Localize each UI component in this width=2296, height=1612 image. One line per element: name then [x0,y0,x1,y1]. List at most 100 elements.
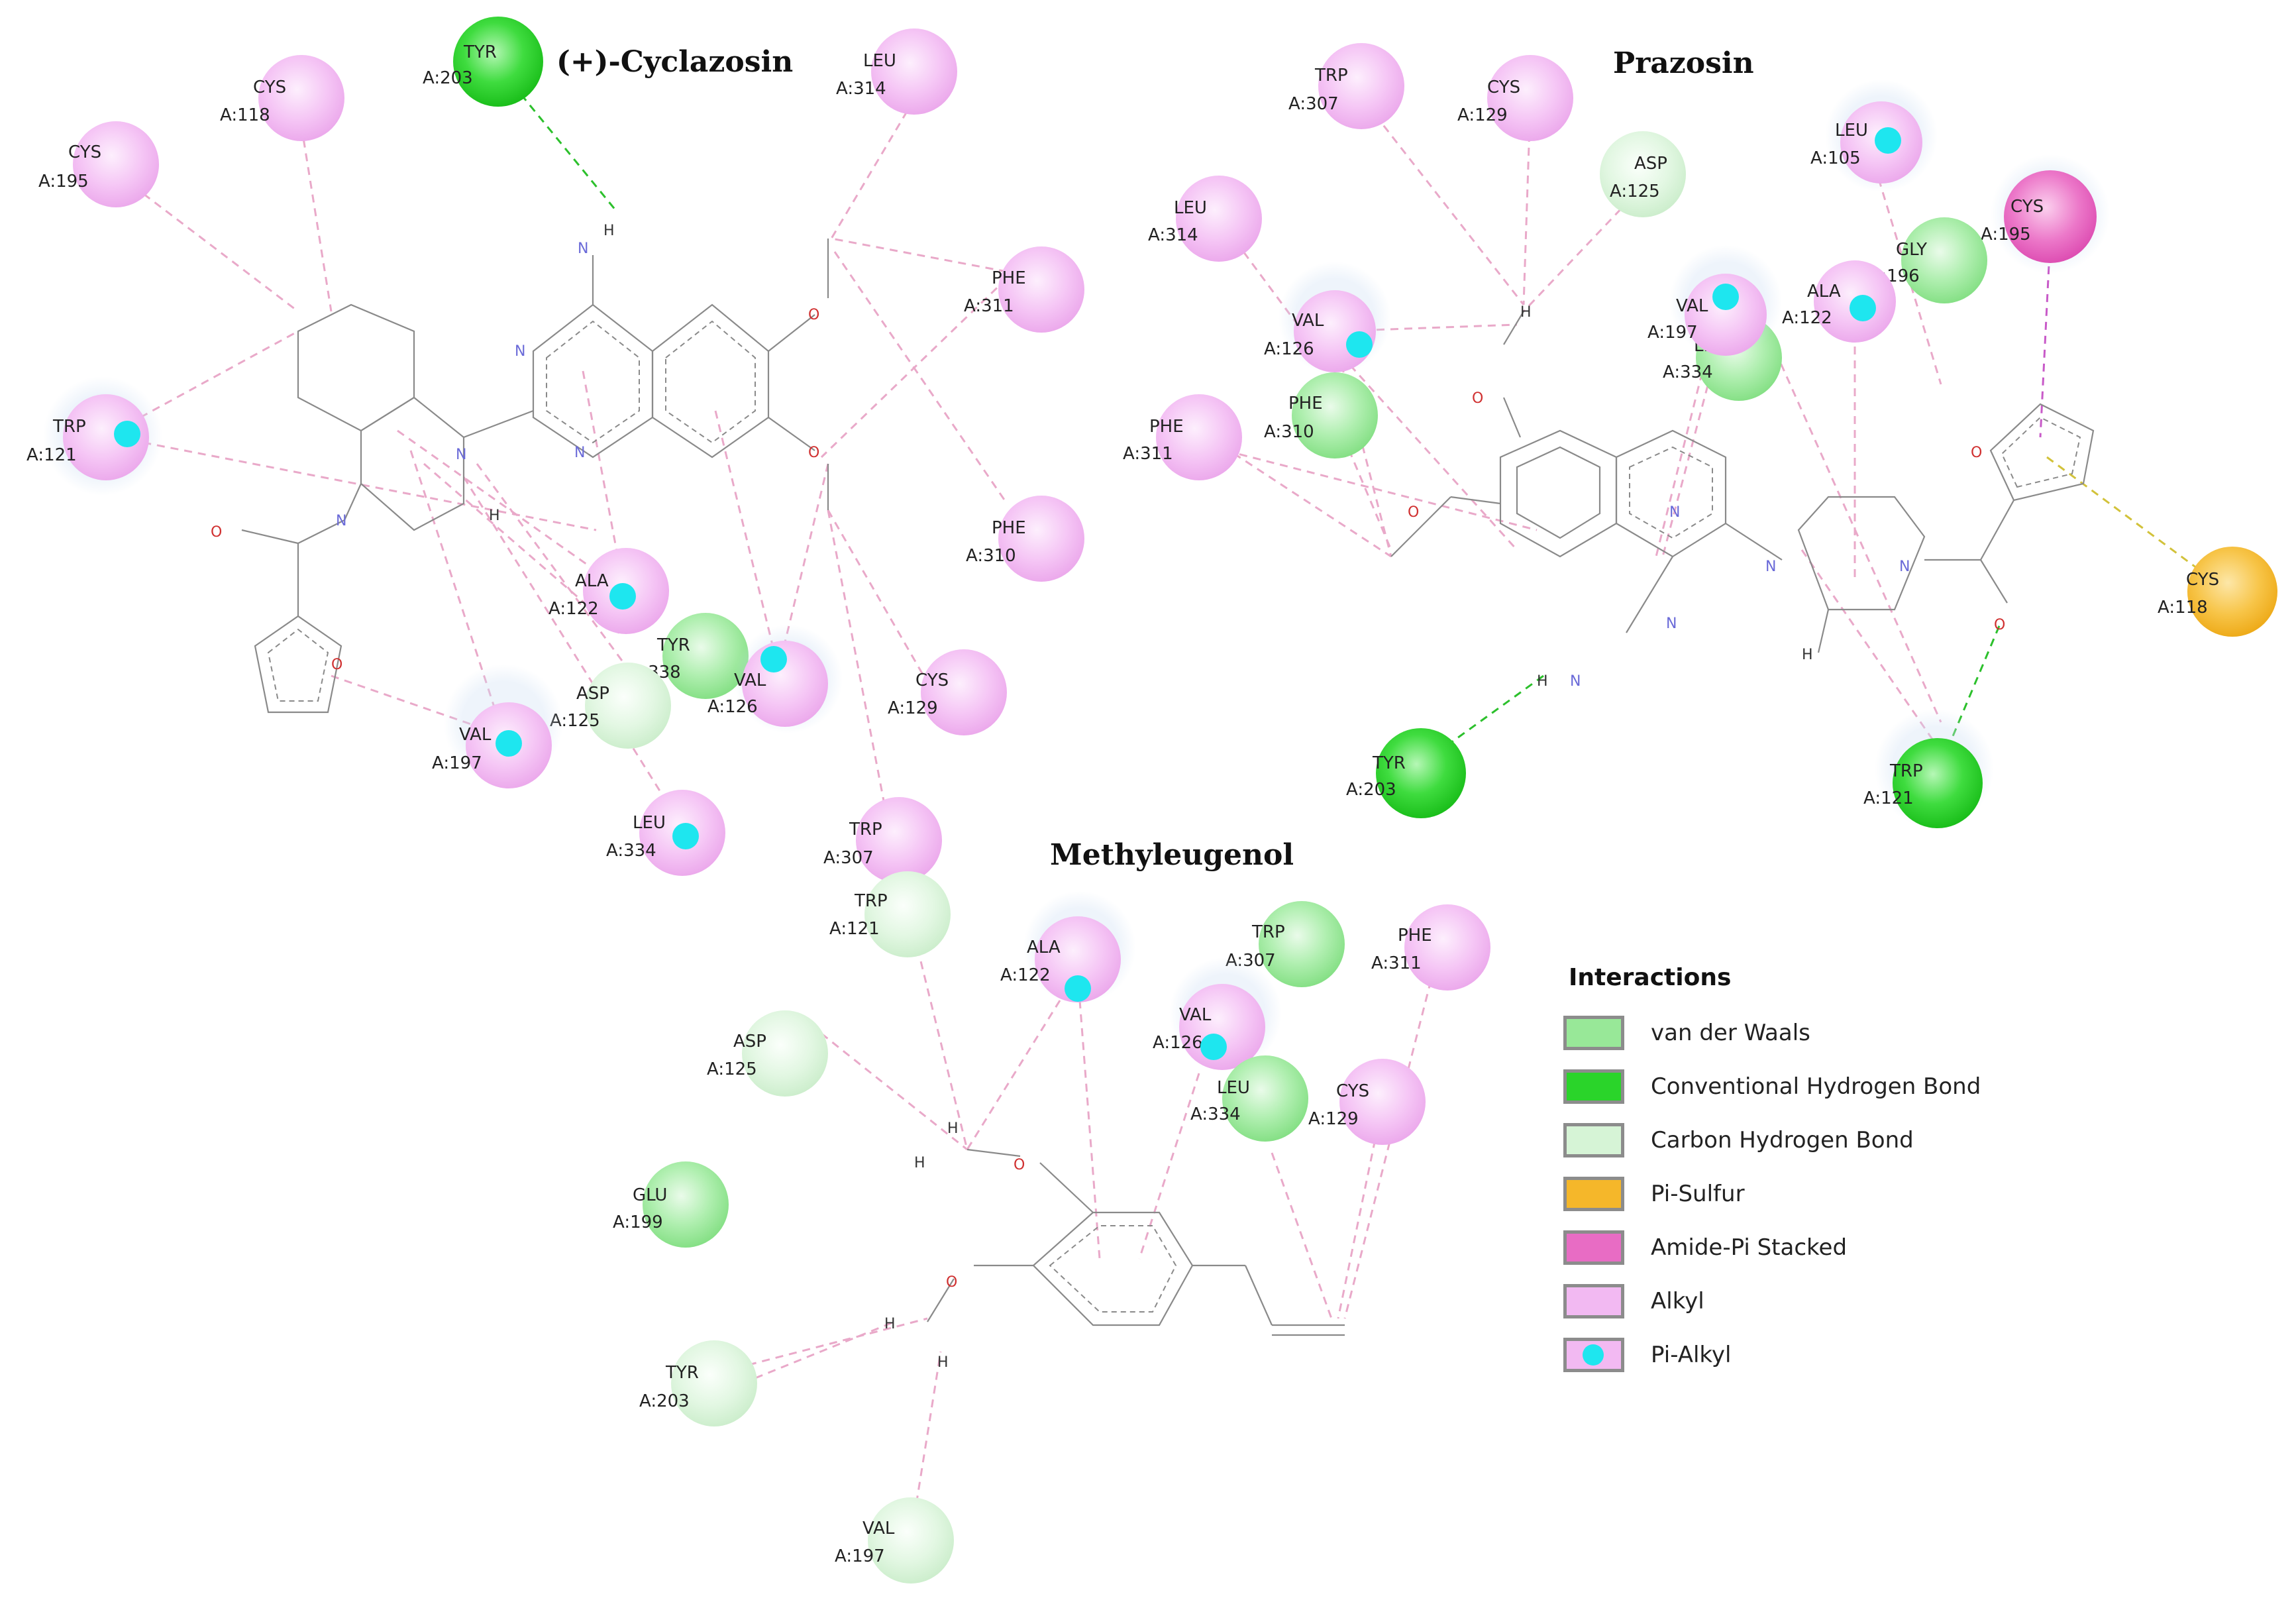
residue-number: A:314 [836,79,886,99]
legend-swatch [1563,1122,1624,1157]
prazosin-bond [1980,559,2008,604]
residue-ball [1318,43,1404,129]
residue-name: LEU [1835,121,1868,140]
residue-ball [1600,131,1686,217]
residue-name: TRP [854,891,888,911]
residue-number: A:195 [38,172,89,191]
residue-number: A:203 [639,1391,690,1411]
residue-leu-314: LEU A:314 [836,28,957,115]
residue-ball [998,496,1084,582]
legend-swatch [1563,1015,1624,1050]
residue-name: LEU [863,51,896,71]
residue-ball [258,55,344,141]
residue-name: TRP [849,820,882,839]
residue-ball [1376,728,1466,818]
hbond-line [1946,622,2002,749]
residue-tyr-203: TYR A:203 [639,1340,757,1426]
legend: Interactions van der Waals Conventional … [1563,964,2067,1415]
residue-number: A:310 [1264,422,1314,442]
atom-nitrogen: N [1666,616,1677,632]
cyclazosin-bond [768,314,815,352]
cyclazosin-pyrimidine-inner [546,320,640,444]
residue-name: TYR [463,42,497,62]
residue-ball [1487,55,1573,141]
prazosin-bond [1502,397,1522,438]
residue-name: ALA [575,571,609,591]
residue-ball [921,649,1007,735]
atom-hydrogen: H [603,223,615,239]
pi-alkyl-dots [114,127,1901,1060]
residue-ball [1893,738,1983,828]
legend-swatch [1563,1069,1624,1104]
alkyl-line [423,462,623,637]
alkyl-line [831,237,1008,273]
alkyl-line [966,1000,1061,1150]
pi-alkyl-dot [114,421,140,447]
cyclazosin-bond [343,483,362,521]
residue-ball [1339,1059,1426,1145]
residue-name: VAL [862,1519,895,1538]
alkyl-line [1800,549,1936,743]
alkyl-line [827,510,929,683]
residue-ball [1035,916,1121,1002]
residue-trp-307: TRP A:307 [823,797,942,883]
alkyl-line [331,674,504,737]
residue-number: A:126 [707,697,758,717]
alkyl-line [1357,92,1525,305]
residue-number: A:311 [964,296,1014,316]
residue-ball [73,121,159,207]
atom-oxygen: O [1014,1157,1025,1173]
atom-nitrogen: N [1899,559,1910,575]
methyleugenol-bond [966,1148,1021,1157]
legend-item-amide-pi: Amide-Pi Stacked [1563,1220,2067,1274]
atom-oxygen: O [808,307,819,323]
residue-name: CYS [915,671,949,690]
alkyl-line [1774,350,1942,723]
legend-label: Alkyl [1651,1287,1704,1315]
residue-name: ASP [1634,154,1667,174]
residue-name: ALA [1807,282,1841,301]
residue-name: TYR [665,1363,699,1383]
alkyl-line [1198,443,1538,531]
alkyl-line [1330,343,1518,551]
residue-number: A:334 [1190,1104,1241,1124]
carbon-hbond-line [748,1317,928,1366]
hbond-line [1424,674,1544,763]
legend-label: Pi-Alkyl [1651,1341,1732,1368]
residue-number: A:334 [1663,362,1713,382]
residue-ball [742,1010,828,1097]
residue-number: A:203 [423,68,473,88]
prazosin-bond [1725,523,1783,561]
cyclazosin-furan-ring [254,615,342,714]
residue-number: A:307 [1288,94,1339,114]
alkyl-line [132,184,299,313]
residue-number: A:310 [966,546,1016,566]
legend-item-conventional-hbond: Conventional Hydrogen Bond [1563,1059,2067,1113]
cyclazosin-piperazine [360,396,465,531]
atom-hydrogen: H [884,1316,896,1332]
residue-ball [1404,904,1490,991]
legend-label: Pi-Sulfur [1651,1180,1745,1207]
residue-number: A:105 [1810,148,1861,168]
atom-hydrogen: H [947,1120,959,1137]
cyclazosin-pyrimidine [532,303,654,458]
pi-alkyl-dot-icon [1583,1344,1604,1366]
prazosin-bond [1980,500,2014,561]
residue-number: A:307 [823,848,874,868]
residue-name: VAL [734,671,766,690]
pi-alkyl-dot [1065,975,1091,1002]
atom-nitrogen: N [1570,673,1581,690]
residue-number: A:126 [1264,339,1314,359]
cyclazosin-bond [241,529,299,545]
residue-name: GLU [633,1185,667,1205]
atom-oxygen: O [946,1274,957,1291]
legend-label: Conventional Hydrogen Bond [1651,1073,1981,1100]
title-prazosin: Prazosin [1613,46,1754,80]
